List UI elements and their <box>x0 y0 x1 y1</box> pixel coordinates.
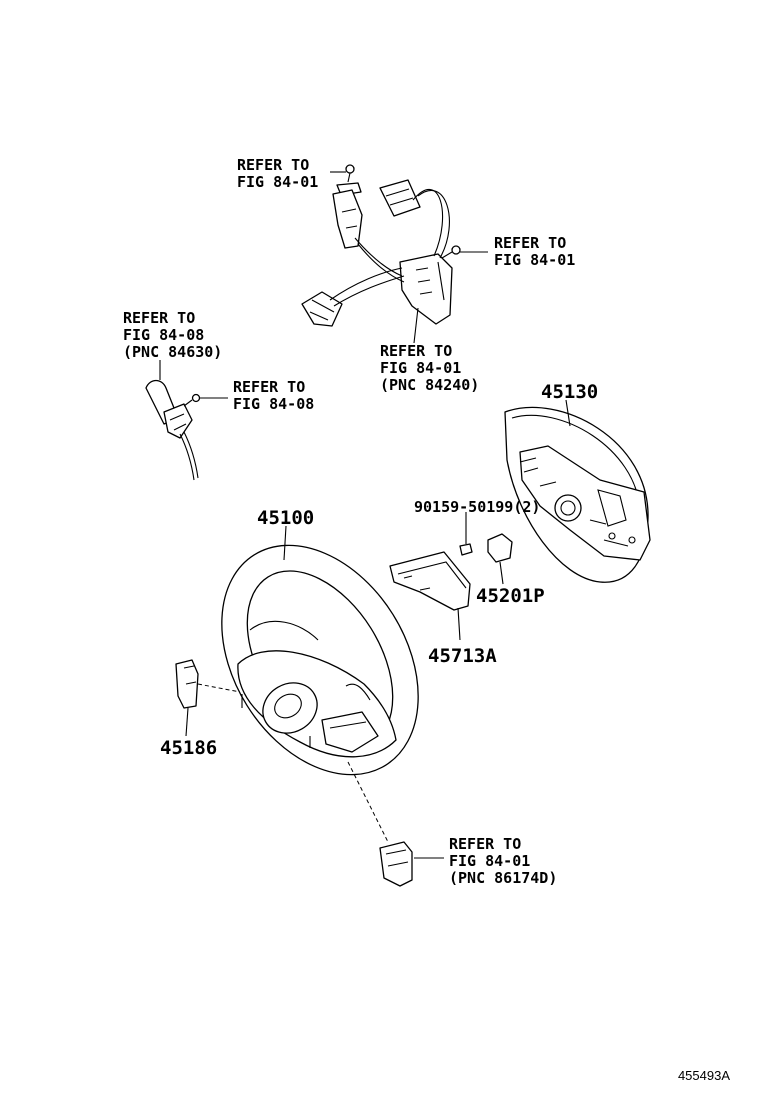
callout-ref-left-group: REFER TO FIG 84-08 (PNC 84630) <box>123 309 222 361</box>
callout-line: FIG 84-01 <box>494 251 575 269</box>
callout-line: REFER TO <box>237 156 309 174</box>
callout-line: FIG 84-08 <box>123 326 204 344</box>
part-number-cover: 45713A <box>428 645 497 667</box>
callout-line: REFER TO <box>233 378 305 396</box>
part-number-airbag: 45130 <box>541 381 598 403</box>
callout-ref-left-screw: REFER TO FIG 84-08 <box>233 378 314 413</box>
part-number-nut: 45201P <box>476 585 545 607</box>
part-number-bolt: 90159-50199(2) <box>414 498 540 516</box>
callout-line: REFER TO <box>494 234 566 252</box>
connector-top <box>379 179 421 217</box>
airbag-module-illustration <box>504 406 651 583</box>
illustration-id: 455493A <box>678 1068 730 1083</box>
callout-line: REFER TO <box>380 342 452 360</box>
bottom-switch-illustration <box>379 841 413 887</box>
callout-ref-top-right: REFER TO FIG 84-01 <box>494 234 575 269</box>
harness-bracket <box>332 189 363 249</box>
wiring-harness-illustration <box>301 164 461 327</box>
cover-illustration <box>389 551 471 611</box>
callout-line: (PNC 86174D) <box>449 869 557 887</box>
sensor-group-illustration <box>145 379 201 481</box>
callout-line: (PNC 84630) <box>123 343 222 361</box>
callout-line: FIG 84-01 <box>449 852 530 870</box>
callout-line: REFER TO <box>123 309 195 327</box>
callout-ref-bottom: REFER TO FIG 84-01 (PNC 86174D) <box>449 835 557 887</box>
callout-line: FIG 84-08 <box>233 395 314 413</box>
part-number-wheel: 45100 <box>257 507 314 529</box>
steering-wheel-illustration <box>221 544 419 776</box>
clip-illustration <box>175 659 199 709</box>
connector-bottom <box>301 291 343 327</box>
callout-line: (PNC 84240) <box>380 376 479 394</box>
callout-line: REFER TO <box>449 835 521 853</box>
callout-ref-top-left: REFER TO FIG 84-01 <box>237 156 318 191</box>
callout-line: FIG 84-01 <box>237 173 318 191</box>
part-number-clip: 45186 <box>160 737 217 759</box>
nut-illustration <box>487 533 513 585</box>
screw-top-right <box>441 245 461 259</box>
steering-switch-body <box>399 253 453 325</box>
bolt-illustration <box>459 512 473 556</box>
callout-ref-mid: REFER TO FIG 84-01 (PNC 84240) <box>380 342 479 394</box>
callout-line: FIG 84-01 <box>380 359 461 377</box>
